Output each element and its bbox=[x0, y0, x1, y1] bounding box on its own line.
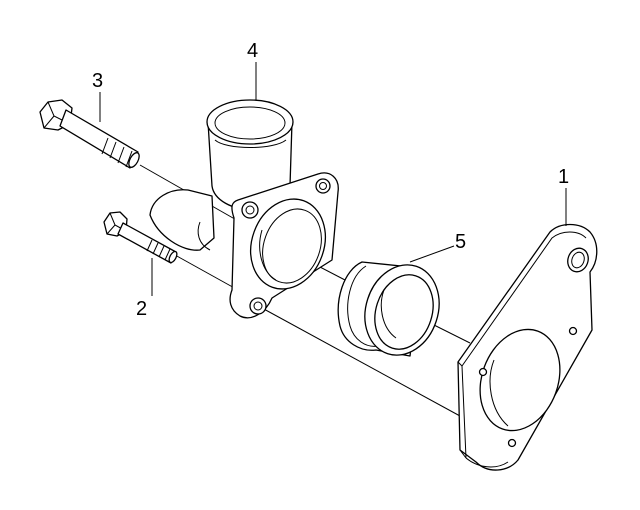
callout-label-2: 2 bbox=[136, 298, 147, 320]
callout-3: 3 bbox=[92, 70, 103, 122]
seal-sleeve bbox=[337, 261, 440, 357]
callout-label-3: 3 bbox=[92, 70, 103, 92]
long-bolt bbox=[39, 99, 140, 169]
callout-label-4: 4 bbox=[247, 40, 258, 62]
callout-2: 2 bbox=[136, 258, 153, 320]
water-outlet-housing bbox=[149, 99, 339, 319]
callout-label-1: 1 bbox=[558, 166, 569, 188]
short-bolt bbox=[103, 211, 178, 264]
callout-5: 5 bbox=[409, 231, 466, 263]
callout-label-5: 5 bbox=[455, 231, 466, 253]
callout-1: 1 bbox=[558, 166, 569, 226]
gasket-plate bbox=[457, 223, 598, 471]
callout-4: 4 bbox=[247, 40, 258, 100]
